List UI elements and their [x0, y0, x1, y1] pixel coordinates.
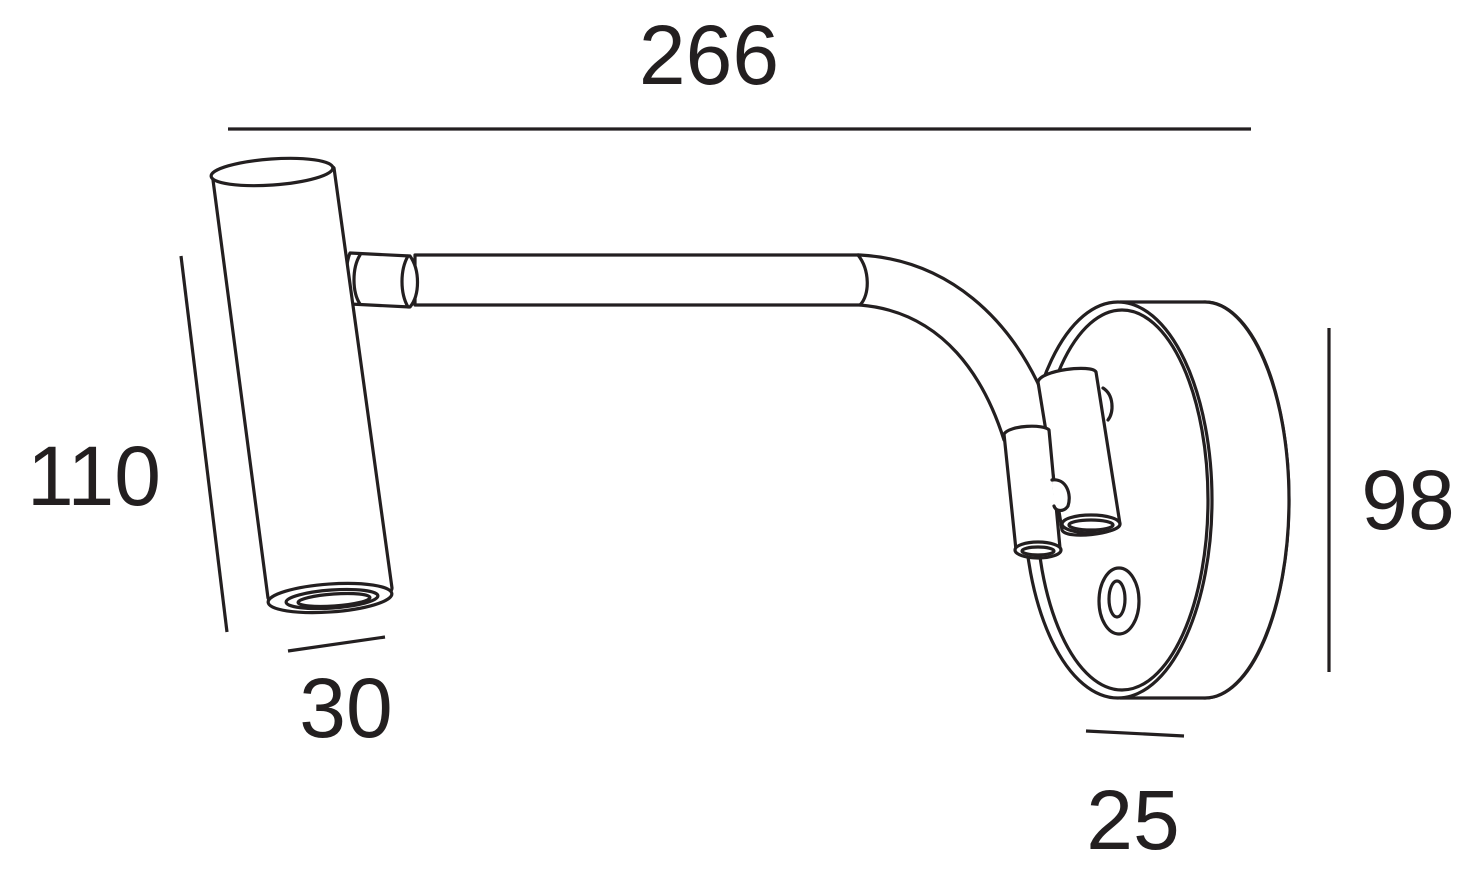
switch-button-outer: [1097, 566, 1141, 636]
switch-button-inner: [1107, 579, 1127, 619]
head-diameter-dimension-line: [287, 635, 386, 653]
head-diameter-label: 30: [299, 661, 392, 755]
spotlight-head: [209, 156, 394, 615]
joint-right-cylinder-bottom-inner: [1067, 518, 1115, 532]
arm-collar-near-head-ring: [352, 253, 362, 306]
head-length-label: 110: [27, 429, 161, 523]
overall-width-label: 266: [639, 8, 779, 102]
head-tube-body: [211, 161, 394, 609]
base-height-label: 98: [1361, 453, 1454, 547]
lamp-arm: [344, 251, 1048, 442]
base-depth-label: 25: [1086, 773, 1179, 867]
wall-base-plate: [1022, 300, 1291, 700]
joint-left-cylinder-bottom-inner: [1020, 545, 1056, 557]
arm-band-near-bend: [856, 253, 869, 307]
head-tube-lens: [296, 591, 372, 609]
head-length-dimension-line: [179, 255, 229, 633]
arm-collar-near-head-ring-2: [400, 254, 410, 309]
head-tube-lens-ring: [284, 587, 380, 611]
joint-right-cylinder-knob: [1101, 386, 1114, 422]
joint-pin: [1050, 478, 1071, 513]
arm-tube: [413, 253, 1048, 442]
head-tube-top-cap: [209, 156, 335, 188]
base-depth-dimension-line: [1085, 729, 1185, 738]
joint-left-cylinder: [1002, 424, 1062, 558]
swivel-joint: [1002, 366, 1122, 560]
